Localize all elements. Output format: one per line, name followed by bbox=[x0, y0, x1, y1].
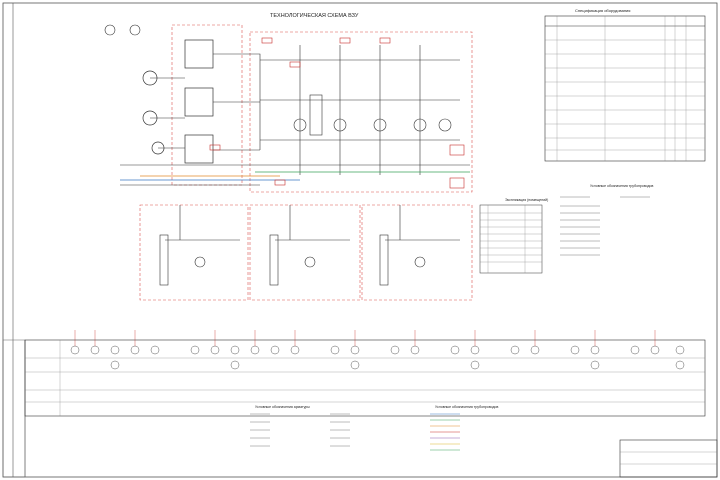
instrument-bubble bbox=[129, 24, 141, 36]
panel-box bbox=[449, 177, 465, 189]
instrument-bubbles bbox=[70, 345, 685, 370]
title-block bbox=[619, 439, 718, 478]
signal-lines bbox=[74, 330, 656, 346]
legend-bottom-right: Условные обозначения трубопроводов bbox=[430, 405, 499, 451]
svg-text:Условные обозначения трубопров: Условные обозначения трубопроводов bbox=[590, 184, 654, 188]
automation-strip bbox=[24, 330, 706, 417]
svg-text:Условные обозначения трубопров: Условные обозначения трубопроводов bbox=[435, 405, 499, 409]
wells-table: Экспликация (помещений) bbox=[479, 198, 548, 274]
tank-region bbox=[171, 24, 243, 186]
pipelines bbox=[120, 45, 470, 186]
equipment-table: Спецификация оборудования bbox=[544, 8, 706, 162]
pump-row bbox=[293, 118, 452, 132]
wells-row bbox=[139, 204, 473, 301]
tank-1 bbox=[184, 39, 214, 69]
svg-text:Условные обозначения арматуры: Условные обозначения арматуры bbox=[255, 405, 310, 409]
instrument-bubble bbox=[104, 24, 116, 36]
drawing-title: ТЕХНОЛОГИЧЕСКАЯ СХЕМА ВЗУ bbox=[270, 13, 359, 19]
svg-text:Экспликация (помещений): Экспликация (помещений) bbox=[505, 198, 548, 202]
legend-bottom-left: Условные обозначения арматуры bbox=[250, 405, 350, 447]
well-region-1 bbox=[139, 204, 249, 301]
filter-vessel bbox=[309, 94, 323, 136]
tank-2 bbox=[184, 87, 214, 117]
svg-text:Спецификация оборудования: Спецификация оборудования bbox=[575, 8, 630, 13]
well-region-3 bbox=[361, 204, 473, 301]
side-stamp bbox=[2, 339, 26, 478]
legend-top: Условные обозначения трубопроводов bbox=[560, 184, 654, 256]
control-labels bbox=[209, 37, 391, 186]
well-region-2 bbox=[249, 204, 361, 301]
tank-3 bbox=[184, 134, 214, 164]
panel-box bbox=[449, 144, 465, 156]
pump-station-region bbox=[249, 31, 473, 193]
